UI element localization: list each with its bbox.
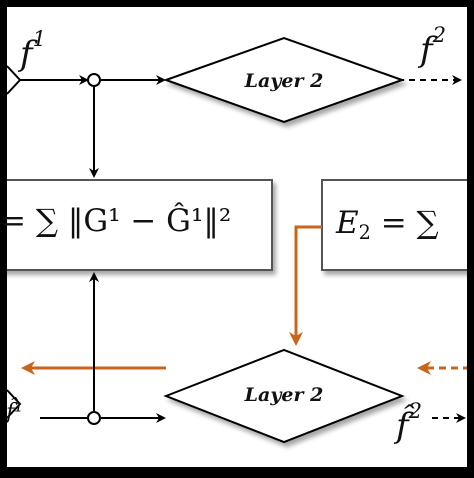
bottom-branch-node bbox=[87, 411, 101, 425]
loss-left-formula: = ∑ ‖G¹ − Ĝ¹‖² bbox=[0, 203, 232, 239]
layer-2-diamond-top bbox=[163, 36, 405, 124]
top-branch-node bbox=[87, 73, 101, 87]
signal-f1-label: f1 bbox=[20, 26, 47, 74]
backprop-loss-to-layer2 bbox=[289, 225, 322, 346]
signal-fhat2-label: f̂2 bbox=[396, 398, 423, 446]
signal-f2-label: f2 bbox=[420, 22, 447, 70]
layer-2-top-label: Layer 2 bbox=[244, 70, 324, 92]
loss-box-left bbox=[0, 179, 273, 271]
layer-2-bottom-label: Layer 2 bbox=[244, 384, 324, 406]
layer-2-diamond-bottom bbox=[163, 348, 405, 444]
layer-1-diamond-partial-bottom bbox=[6, 389, 22, 419]
loss-right-formula: E2 = ∑ bbox=[336, 205, 439, 244]
loss-box-right bbox=[321, 179, 474, 271]
signal-fhat1-label: f̂¹ bbox=[6, 400, 23, 425]
